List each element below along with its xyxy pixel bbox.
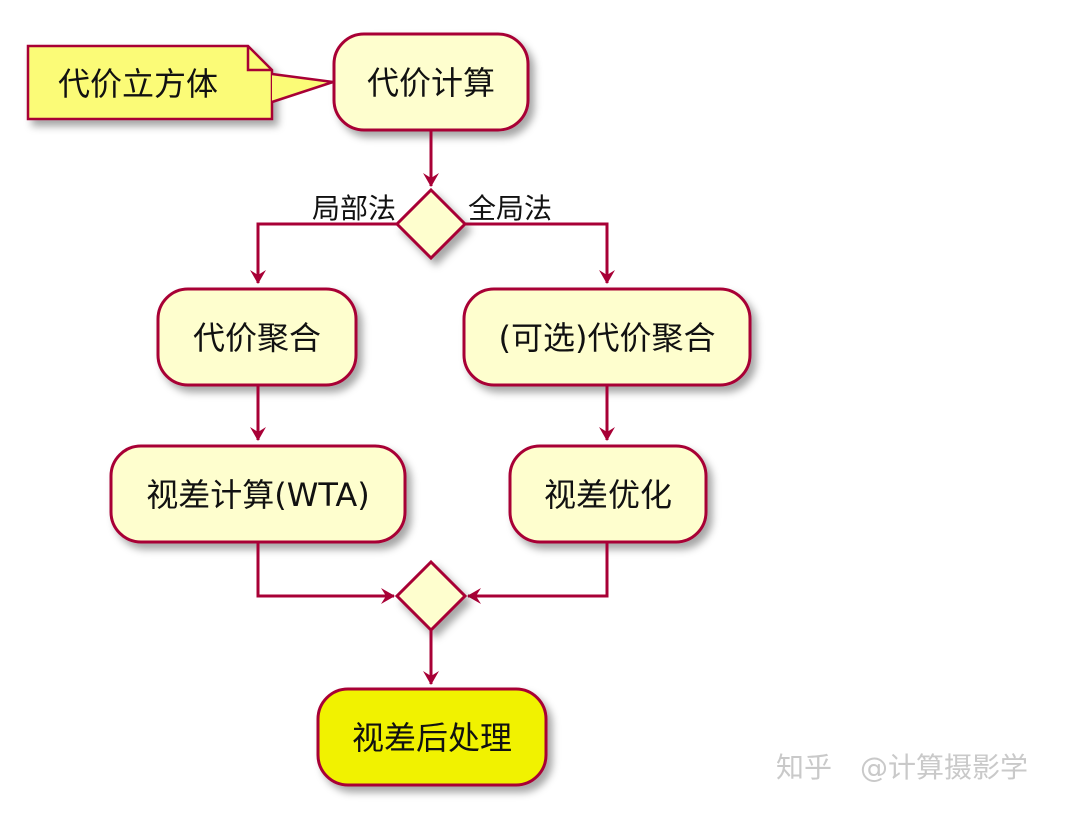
node-label: 代价计算 <box>367 64 495 102</box>
node-label: 代价聚合 <box>193 319 321 357</box>
merge-diamond <box>394 559 468 633</box>
node-optional-cost-aggregation: (可选)代价聚合 <box>462 287 752 387</box>
node-label: 视差优化 <box>544 476 672 514</box>
edge-branch-right <box>465 222 615 284</box>
node-label: (可选)代价聚合 <box>499 319 716 357</box>
node-disparity-computation: 视差计算(WTA) <box>109 444 407 544</box>
watermark-site: 知乎 <box>776 751 832 784</box>
node-label: 视差后处理 <box>352 719 512 757</box>
node-disparity-optimization: 视差优化 <box>508 444 708 544</box>
edge-left-merge <box>256 542 395 604</box>
watermark: 知乎 @计算摄影学 <box>776 751 1028 784</box>
watermark-account: @计算摄影学 <box>860 751 1028 784</box>
node-label: 视差计算(WTA) <box>146 476 370 514</box>
note-cost-volume: 代价立方体 <box>26 44 334 121</box>
edge-right-merge <box>467 542 609 604</box>
branch-diamond <box>394 187 468 261</box>
branch-label-global: 全局法 <box>468 192 552 225</box>
node-cost-aggregation: 代价聚合 <box>156 287 358 387</box>
note-label: 代价立方体 <box>58 65 218 103</box>
branch-label-local: 局部法 <box>312 192 396 225</box>
node-cost-computation: 代价计算 <box>332 32 530 132</box>
edge-branch-left <box>250 222 397 284</box>
node-disparity-postprocessing: 视差后处理 <box>316 687 548 787</box>
